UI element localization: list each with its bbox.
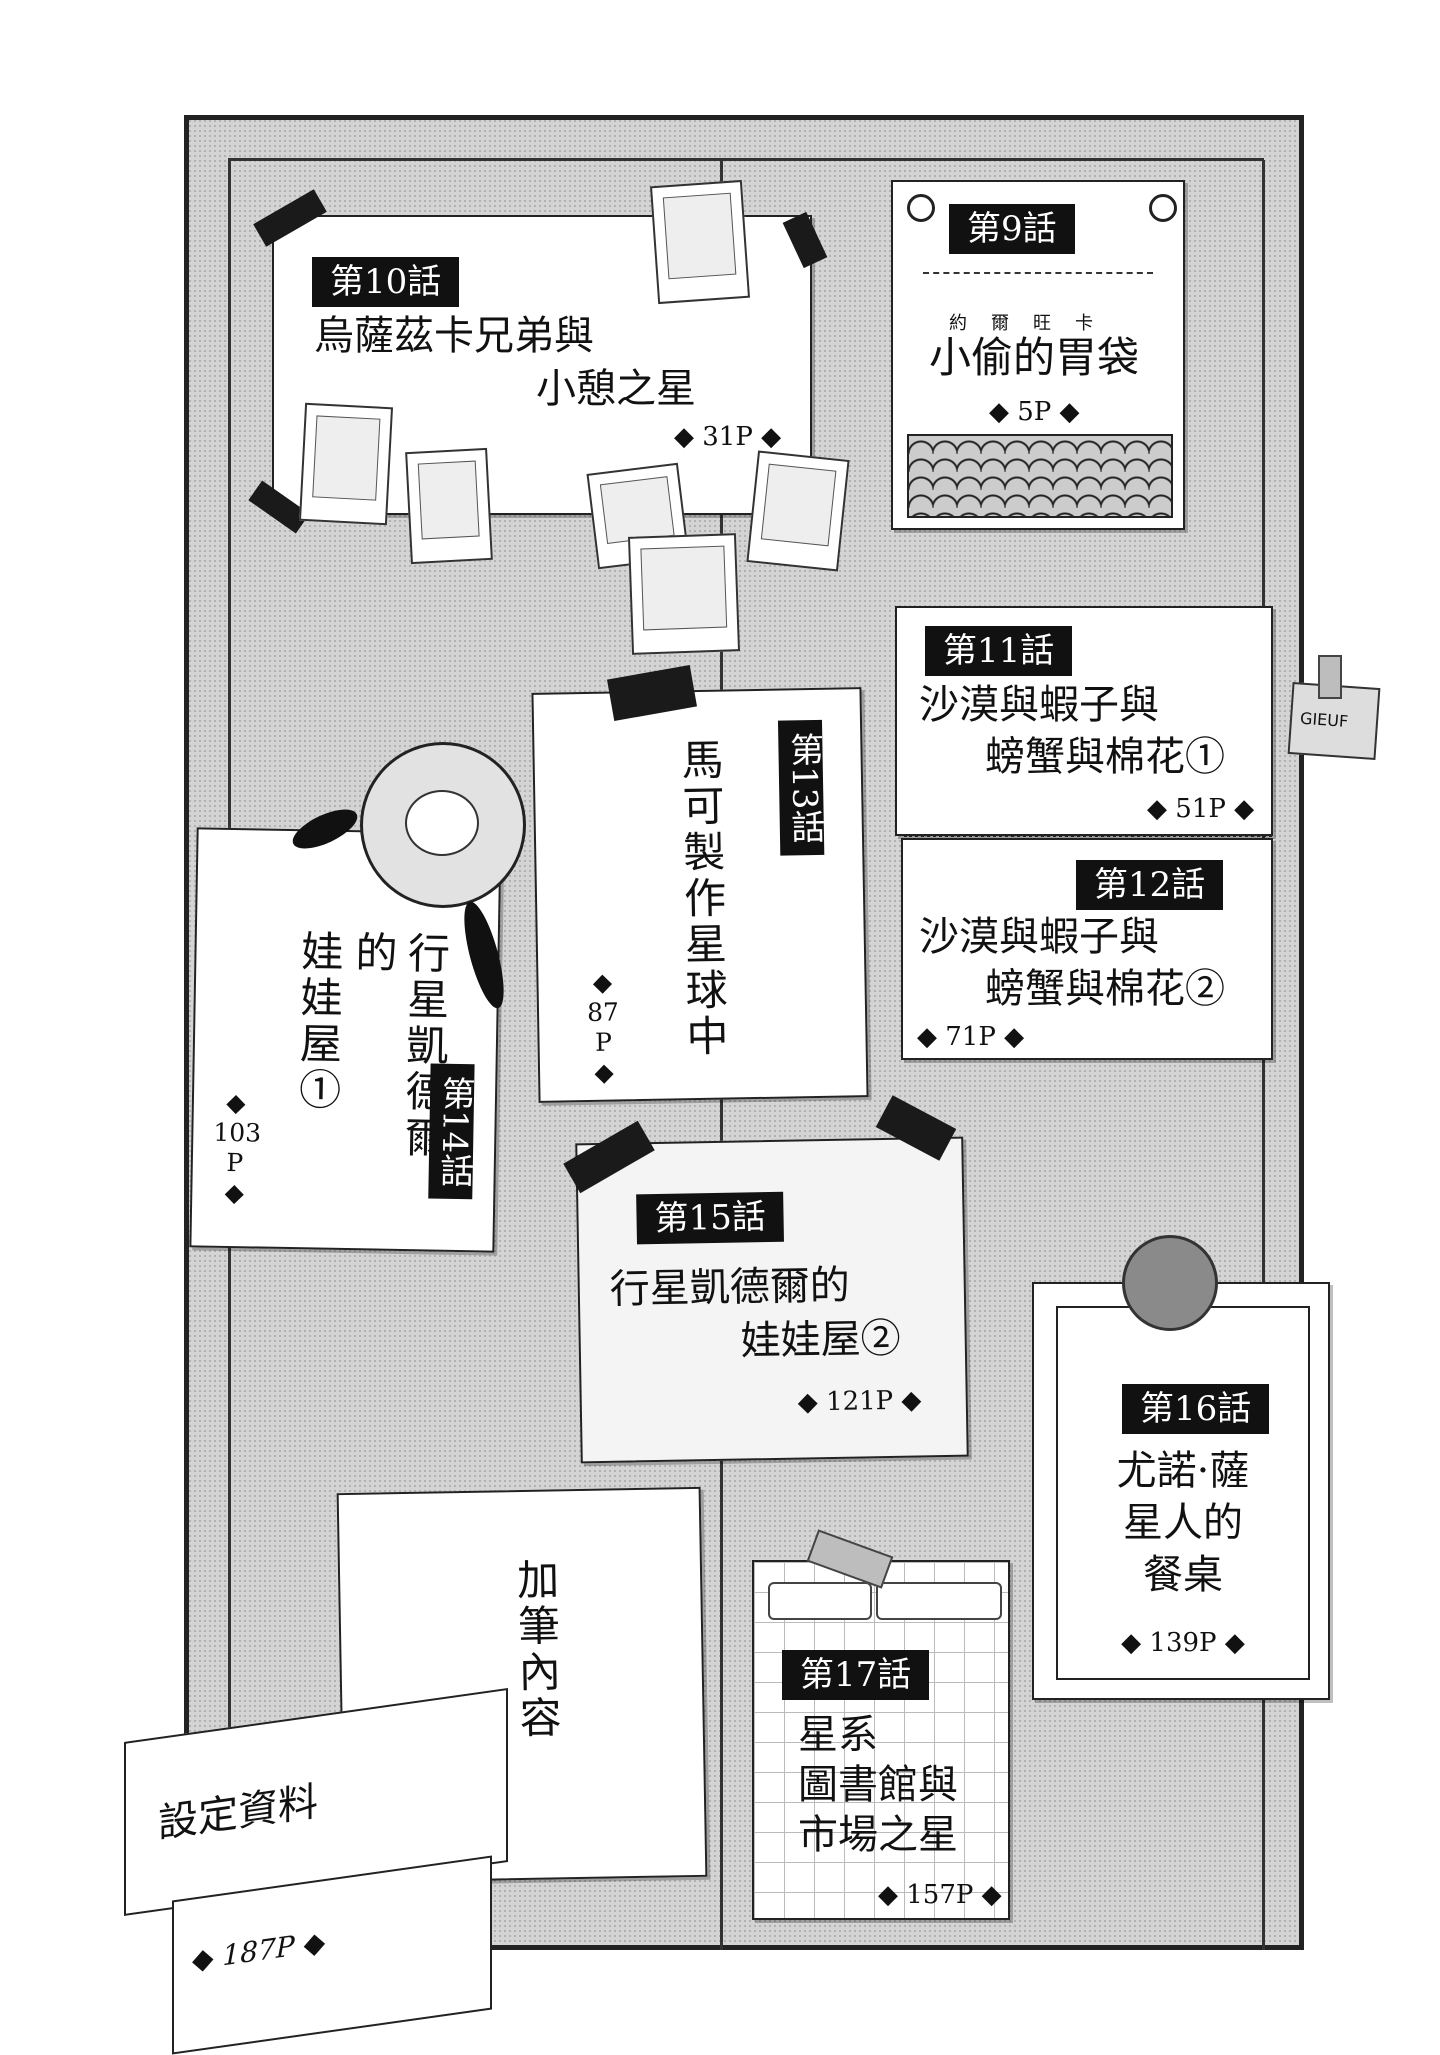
photo-boys xyxy=(627,533,741,655)
episode-9-title: 小偷的胃袋 xyxy=(929,333,1140,382)
episode-9-tag: 第9話 xyxy=(949,204,1075,254)
extra-title: 加筆內容 xyxy=(510,1557,563,1743)
flower-center xyxy=(405,790,479,856)
episode-13-title: 馬可製作星球中 xyxy=(674,737,730,1061)
pin xyxy=(907,194,935,222)
episode-9-card[interactable]: 第9話 約爾旺卡 小偷的胃袋 ◆ 5P ◆ xyxy=(891,180,1185,530)
episode-10-title-line1: 烏薩茲卡兄弟與 xyxy=(314,313,594,359)
episode-11-tag: 第11話 xyxy=(925,626,1073,676)
label-box xyxy=(768,1582,872,1620)
episode-17-page: ◆ 157P ◆ xyxy=(878,1880,1002,1910)
episode-16-tag: 第16話 xyxy=(1122,1384,1270,1434)
episode-17-card[interactable]: 第17話 星系 圖書館與 市場之星 ◆ 157P ◆ xyxy=(752,1560,1010,1920)
episode-11-title-line1: 沙漠與蝦子與 xyxy=(919,682,1159,728)
episode-12-tag: 第12話 xyxy=(1076,860,1224,910)
episode-16-title-line1: 尤諾·薩 xyxy=(1116,1448,1250,1494)
episode-16-card[interactable]: 第16話 尤諾·薩 星人的 餐桌 ◆ 139P ◆ xyxy=(1032,1282,1330,1700)
episode-9-page: ◆ 5P ◆ xyxy=(989,397,1080,427)
photo-ufo xyxy=(746,450,850,572)
settings-title: 設定資料 xyxy=(158,1778,318,1848)
episode-17-title-line1: 星系 xyxy=(798,1712,878,1758)
episode-11-title-line2: 螃蟹與棉花① xyxy=(985,734,1225,780)
episode-15-card[interactable]: 第15話 行星凱德爾的 娃娃屋② ◆ 121P ◆ xyxy=(575,1136,969,1464)
episode-11-page: ◆ 51P ◆ xyxy=(1147,794,1255,824)
episode-15-title-line2: 娃娃屋② xyxy=(740,1315,902,1365)
label-box xyxy=(876,1582,1002,1620)
wax-seal-icon xyxy=(1122,1235,1218,1331)
episode-17-title-line2: 圖書館與 xyxy=(798,1762,958,1808)
episode-13-card[interactable]: 第13話 馬可製作星球中 ◆87 P◆ xyxy=(531,687,869,1103)
photo-character xyxy=(298,402,394,526)
episode-10-tag: 第10話 xyxy=(312,257,460,307)
episode-16-page: ◆ 139P ◆ xyxy=(1121,1628,1245,1658)
episode-10-page: ◆ 31P ◆ xyxy=(674,422,782,452)
episode-14-title-col1: 行星凱德爾的 xyxy=(348,930,451,1162)
episode-10-card[interactable]: 第10話 烏薩茲卡兄弟與 小憩之星 ◆ 31P ◆ xyxy=(272,215,812,515)
episode-12-title-line1: 沙漠與蝦子與 xyxy=(919,914,1159,960)
episode-15-tag: 第15話 xyxy=(636,1191,785,1245)
board-top-rail xyxy=(228,158,1264,161)
episode-13-page: ◆87 P◆ xyxy=(586,967,620,1087)
photo-alien xyxy=(649,179,751,305)
tape-strip xyxy=(1318,655,1342,699)
photo-characters xyxy=(405,447,493,565)
settings-page: ◆ 187P ◆ xyxy=(192,1924,326,1977)
episode-15-title-line1: 行星凱德爾的 xyxy=(609,1262,851,1313)
episode-12-page: ◆ 71P ◆ xyxy=(917,1022,1025,1052)
episode-11-card[interactable]: 第11話 沙漠與蝦子與 螃蟹與棉花① ◆ 51P ◆ xyxy=(895,606,1273,836)
episode-17-title-line3: 市場之星 xyxy=(798,1812,958,1858)
episode-12-card[interactable]: 第12話 沙漠與蝦子與 螃蟹與棉花② ◆ 71P ◆ xyxy=(901,838,1273,1060)
dashed-divider xyxy=(923,272,1153,274)
episode-16-title-line2: 星人的 xyxy=(1123,1500,1243,1546)
episode-15-page: ◆ 121P ◆ xyxy=(797,1385,922,1418)
pin xyxy=(1149,194,1177,222)
episode-17-tag: 第17話 xyxy=(782,1650,930,1700)
scale-pattern xyxy=(907,434,1173,518)
episode-14-page: ◆103 P◆ xyxy=(213,1087,262,1208)
stitch-line xyxy=(904,834,1272,837)
episode-10-title-line2: 小憩之星 xyxy=(536,366,696,412)
episode-12-title-line2: 螃蟹與棉花② xyxy=(985,966,1225,1012)
episode-16-title-line3: 餐桌 xyxy=(1143,1552,1223,1598)
episode-9-ruby: 約爾旺卡 xyxy=(949,313,1117,334)
episode-13-tag: 第13話 xyxy=(777,719,825,856)
episode-14-title-col2: 娃娃屋① xyxy=(292,929,345,1114)
